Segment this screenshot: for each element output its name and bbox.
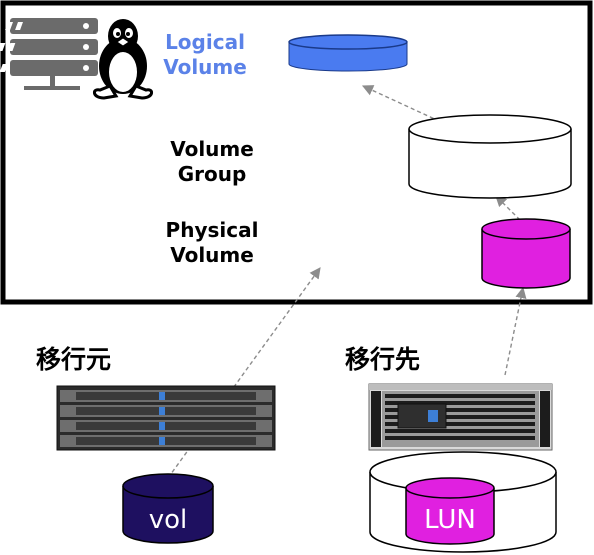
source-storage-appliance-icon	[56, 385, 276, 451]
physical-volume-label: Physical Volume	[165, 218, 259, 267]
source-heading: 移行元	[36, 345, 112, 374]
physical-volume-cylinder	[481, 218, 571, 289]
volume-group-label: Volume Group	[170, 137, 254, 186]
logical-volume-label: Logical Volume	[163, 30, 247, 79]
target-heading: 移行先	[345, 345, 421, 374]
arrow-lun-to-pv	[504, 286, 527, 376]
source-volume-label: vol	[149, 505, 188, 535]
volume-group-cylinder	[408, 114, 572, 199]
server-rack-icon	[0, 18, 98, 90]
source-volume-cylinder: vol	[122, 473, 214, 544]
lun-cylinder: LUN	[405, 477, 495, 545]
logical-volume-cylinder	[288, 34, 408, 72]
lun-label: LUN	[424, 505, 476, 535]
target-storage-appliance-icon	[368, 383, 553, 451]
arrow-pv-to-vg	[495, 195, 521, 221]
linux-tux-icon	[93, 19, 153, 100]
